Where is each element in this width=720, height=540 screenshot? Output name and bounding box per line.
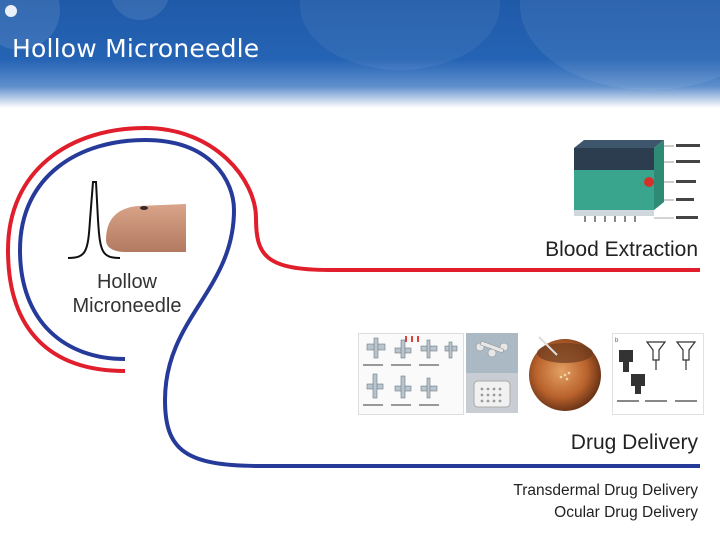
microneedle-array <box>584 216 636 222</box>
svg-text:b: b <box>615 338 619 344</box>
device-top-layer <box>574 148 654 170</box>
device-top-face <box>574 140 664 148</box>
blue-curve <box>17 137 700 468</box>
hollow-label-line2: Microneedle <box>72 295 182 317</box>
device-chamber <box>574 170 654 210</box>
ocular-item: Ocular Drug Delivery <box>554 504 698 521</box>
device-base <box>574 210 654 216</box>
extraction-device-icon <box>574 140 700 222</box>
transdermal-item: Transdermal Drug Delivery <box>513 482 698 499</box>
fabrication-steps-diagram <box>358 333 464 415</box>
drug-delivery-types: Transdermal Drug Delivery Ocular Drug De… <box>513 480 698 524</box>
finger-shape <box>106 204 186 252</box>
red-curve <box>5 125 700 373</box>
eye-image <box>529 336 601 411</box>
microneedle-profile-icon <box>67 181 121 259</box>
puncture-mark <box>140 206 148 210</box>
drug-delivery-label: Drug Delivery <box>570 431 698 454</box>
decorative-bubble <box>110 0 170 20</box>
title-banner: Hollow Microneedle <box>0 0 720 108</box>
callout-text-marks <box>676 144 700 219</box>
callout-lines <box>654 145 674 219</box>
microneedle-array-photo <box>466 333 518 413</box>
outlet-valve <box>644 177 654 187</box>
device-side <box>654 140 664 210</box>
hollow-label-line1: Hollow <box>96 271 158 293</box>
insertion-diagram: b <box>612 333 704 415</box>
fingertip-image <box>67 181 186 259</box>
decorative-bubble <box>5 5 17 17</box>
slide-title: Hollow Microneedle <box>12 34 260 63</box>
hollow-microneedle-label: Hollow Microneedle <box>62 270 192 318</box>
blood-extraction-label: Blood Extraction <box>545 238 698 261</box>
